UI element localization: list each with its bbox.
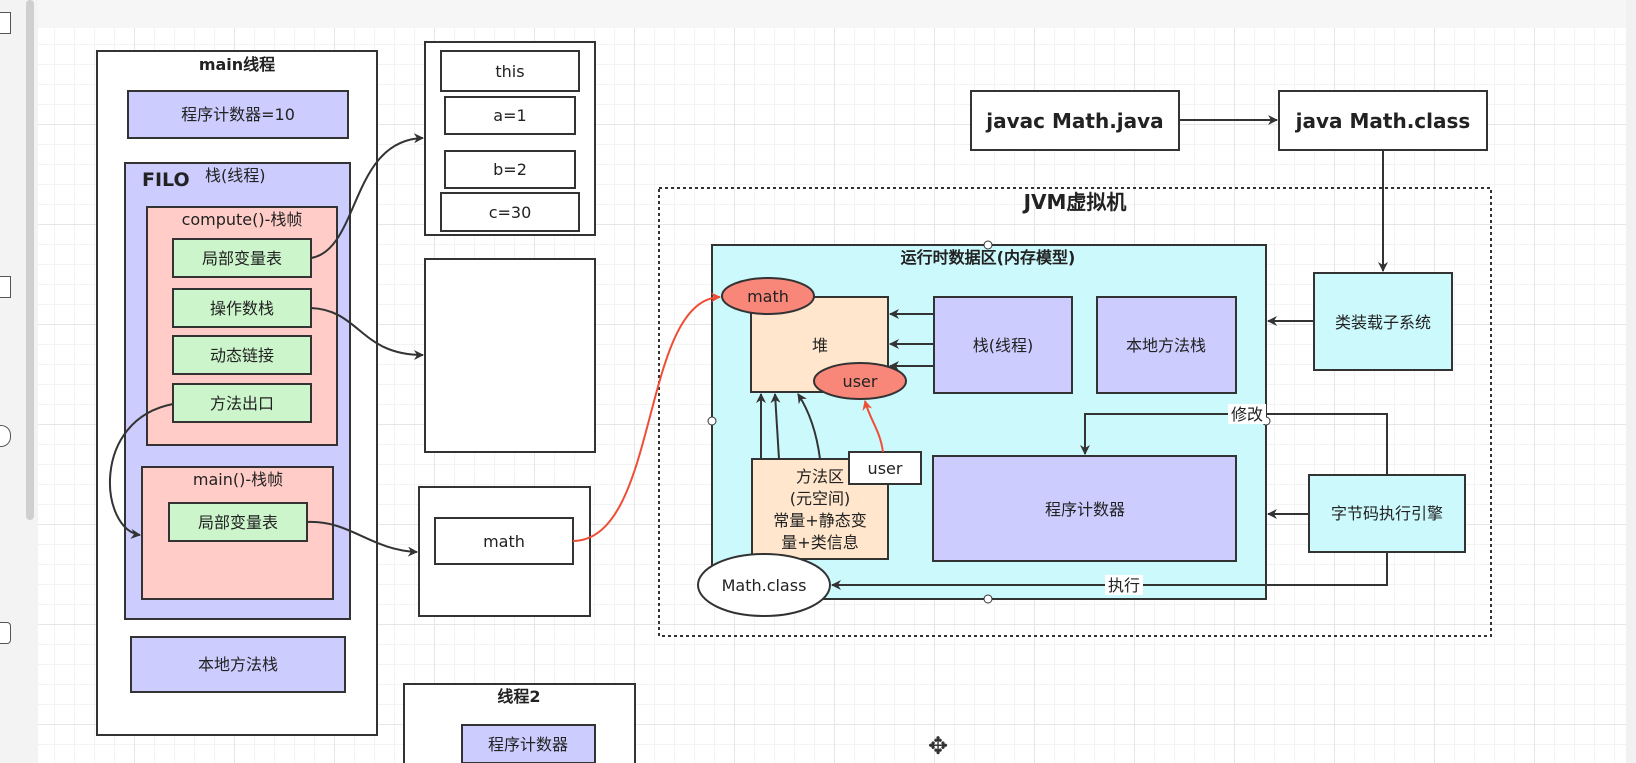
main-native-stack-label: 本地方法栈 bbox=[198, 655, 278, 674]
java-label: java Math.class bbox=[1295, 109, 1471, 133]
edge-execute[interactable] bbox=[831, 552, 1388, 590]
text-tool-icon[interactable] bbox=[0, 12, 11, 34]
vertical-scrollbar[interactable] bbox=[1626, 0, 1636, 763]
jvm-native-stack-label: 本地方法栈 bbox=[1126, 336, 1206, 355]
thread2-pc-box[interactable]: 程序计数器 bbox=[461, 724, 596, 763]
math-class-label: Math.class bbox=[722, 576, 807, 595]
thread2-pc-label: 程序计数器 bbox=[488, 735, 568, 754]
connection-handle[interactable] bbox=[983, 240, 993, 250]
runtime-area-title: 运行时数据区(内存模型) bbox=[901, 248, 1076, 267]
javac-label: javac Math.java bbox=[985, 109, 1163, 133]
compute-frame-title: compute()-栈帧 bbox=[182, 210, 303, 229]
math-ref-item[interactable]: math bbox=[434, 517, 574, 565]
edge-method-to-heap-2[interactable] bbox=[770, 393, 781, 460]
edge-math-ref-to-heap[interactable] bbox=[572, 292, 721, 542]
modify-label: 修改 bbox=[1231, 405, 1263, 424]
method-area-user-class[interactable]: user bbox=[848, 451, 922, 485]
compute-operand-stack-label: 操作数栈 bbox=[210, 299, 274, 318]
var-a-label: a=1 bbox=[493, 106, 526, 125]
var-b[interactable]: b=2 bbox=[444, 150, 576, 189]
main-thread-title: main线程 bbox=[199, 55, 275, 74]
main-local-vars[interactable]: 局部变量表 bbox=[168, 502, 308, 542]
main-local-vars-label: 局部变量表 bbox=[198, 513, 278, 532]
edge-operand-to-box[interactable] bbox=[310, 307, 424, 360]
edge-main-local-to-math[interactable] bbox=[306, 520, 418, 557]
execute-label: 执行 bbox=[1108, 576, 1140, 595]
svg-text:✥: ✥ bbox=[928, 732, 948, 760]
heap-user-label: user bbox=[843, 372, 878, 391]
heap-math-label: math bbox=[747, 287, 789, 306]
var-b-label: b=2 bbox=[493, 160, 527, 179]
class-loader-label: 类装载子系统 bbox=[1335, 313, 1431, 332]
method-area-line-4: 量+类信息 bbox=[781, 533, 858, 552]
compute-dynamic-link[interactable]: 动态链接 bbox=[172, 335, 312, 375]
compute-local-vars-label: 局部变量表 bbox=[202, 249, 282, 268]
move-cursor: ✥ bbox=[928, 732, 948, 760]
compute-method-exit[interactable]: 方法出口 bbox=[172, 383, 312, 423]
method-area-line-2: (元空间) bbox=[790, 489, 851, 508]
main-native-stack[interactable]: 本地方法栈 bbox=[130, 636, 346, 693]
java-box[interactable]: java Math.class bbox=[1278, 90, 1488, 151]
filo-label: FILO bbox=[142, 169, 190, 191]
main-pc-box[interactable]: 程序计数器=10 bbox=[127, 90, 349, 139]
operand-stack-box[interactable] bbox=[424, 258, 596, 453]
var-a[interactable]: a=1 bbox=[444, 96, 576, 135]
top-ruler bbox=[38, 0, 1636, 29]
var-c[interactable]: c=30 bbox=[440, 192, 580, 232]
var-c-label: c=30 bbox=[489, 203, 532, 222]
compute-local-vars[interactable]: 局部变量表 bbox=[172, 238, 312, 278]
main-frame-title: main()-栈帧 bbox=[193, 470, 283, 489]
heap-label: 堆 bbox=[812, 336, 828, 355]
class-loader-box[interactable]: 类装载子系统 bbox=[1313, 272, 1453, 371]
jvm-native-stack-box[interactable]: 本地方法栈 bbox=[1096, 296, 1237, 394]
toolbar-scrollbar[interactable] bbox=[26, 0, 34, 520]
jvm-container[interactable]: JVM虚拟机 bbox=[658, 187, 1492, 637]
edge-localvars-to-box[interactable] bbox=[310, 133, 424, 259]
method-area-user-label: user bbox=[868, 459, 903, 478]
rounded-rect-icon[interactable] bbox=[0, 622, 11, 644]
connection-handle[interactable] bbox=[707, 416, 717, 426]
edge-user-class-to-heap[interactable] bbox=[862, 400, 884, 453]
jvm-stack-label: 栈(线程) bbox=[973, 336, 1034, 355]
jvm-pc-label: 程序计数器 bbox=[1045, 500, 1125, 519]
method-area-line-1: 方法区 bbox=[796, 467, 844, 486]
edge-exit-to-main[interactable] bbox=[109, 403, 174, 539]
var-this[interactable]: this bbox=[440, 50, 580, 92]
var-this-label: this bbox=[495, 62, 524, 81]
rectangle-icon[interactable] bbox=[0, 276, 11, 298]
heap-math-object[interactable]: math bbox=[721, 277, 815, 315]
jvm-stack-box[interactable]: 栈(线程) bbox=[933, 296, 1073, 394]
connection-handle[interactable] bbox=[983, 594, 993, 604]
heap-user-object[interactable]: user bbox=[813, 362, 907, 400]
main-pc-label: 程序计数器=10 bbox=[181, 105, 295, 124]
edge-modify-label: 修改 bbox=[1228, 404, 1266, 424]
compute-operand-stack[interactable]: 操作数栈 bbox=[172, 288, 312, 328]
jvm-pc-box[interactable]: 程序计数器 bbox=[932, 455, 1237, 562]
exec-engine-label: 字节码执行引擎 bbox=[1331, 504, 1443, 523]
math-class-ellipse[interactable]: Math.class bbox=[697, 553, 831, 617]
compute-method-exit-label: 方法出口 bbox=[210, 394, 274, 413]
javac-box[interactable]: javac Math.java bbox=[970, 90, 1180, 151]
compute-dynamic-link-label: 动态链接 bbox=[210, 346, 274, 365]
math-ref-label: math bbox=[483, 532, 525, 551]
exec-engine-box[interactable]: 字节码执行引擎 bbox=[1308, 474, 1466, 553]
thread2-title: 线程2 bbox=[497, 687, 540, 706]
jvm-title: JVM虚拟机 bbox=[1022, 190, 1127, 214]
edge-execute-label: 执行 bbox=[1105, 575, 1143, 595]
stack-label: 栈(线程) bbox=[205, 166, 266, 185]
edge-method-to-heap-3[interactable] bbox=[797, 393, 821, 460]
method-area-line-3: 常量+静态变 bbox=[773, 511, 866, 530]
